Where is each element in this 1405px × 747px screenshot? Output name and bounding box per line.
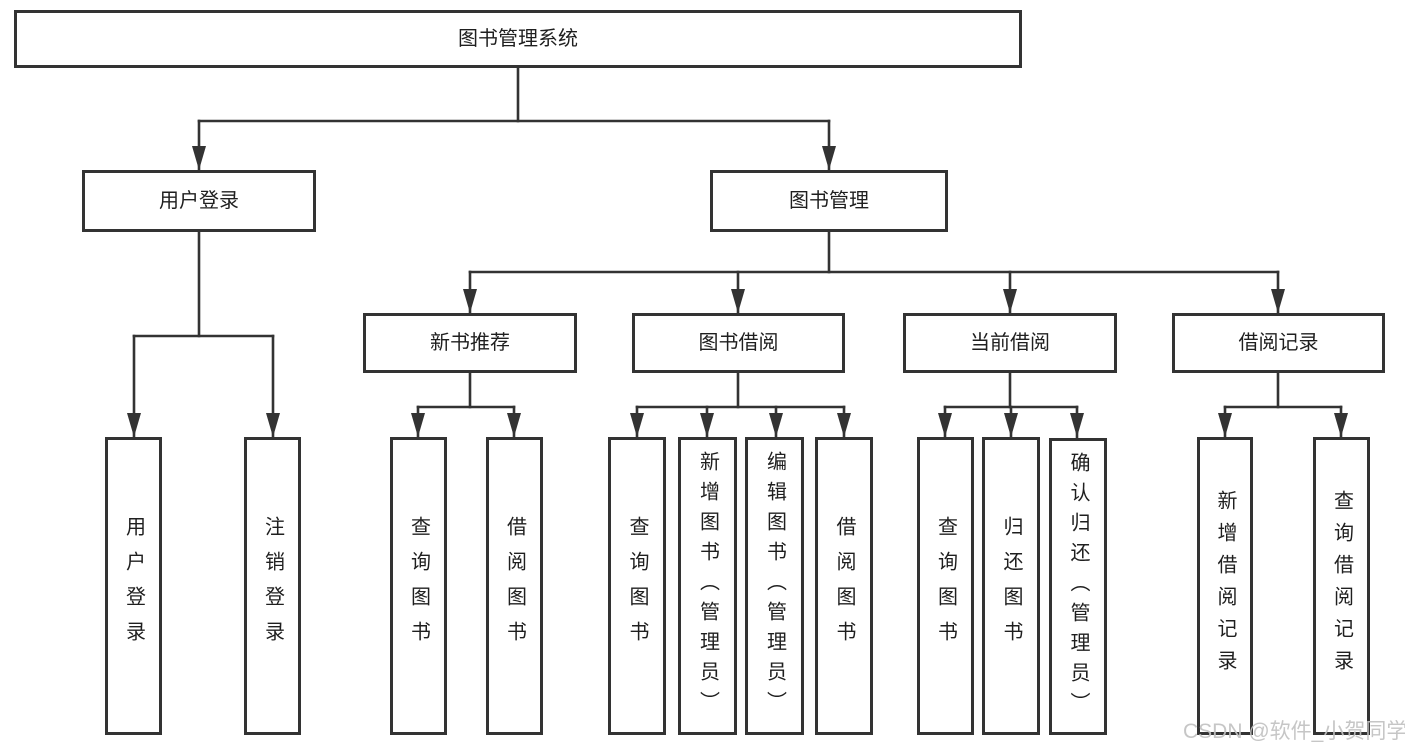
node-add-borrow-record: 新增借阅记录 bbox=[1197, 437, 1253, 735]
node-confirm-return-admin: 确认归还（管理员） bbox=[1049, 438, 1107, 735]
node-user-login-leaf: 用户登录 bbox=[105, 437, 162, 735]
node-query-books-borrowing: 查询图书 bbox=[608, 437, 666, 735]
node-add-book-admin: 新增图书（管理员） bbox=[678, 437, 737, 735]
node-query-books-recommend: 查询图书 bbox=[390, 437, 447, 735]
node-query-books-current: 查询图书 bbox=[917, 437, 974, 735]
node-new-book-recommendation: 新书推荐 bbox=[363, 313, 577, 373]
node-return-books: 归还图书 bbox=[982, 437, 1040, 735]
node-edit-book-admin: 编辑图书（管理员） bbox=[745, 437, 804, 735]
node-library-management-system: 图书管理系统 bbox=[14, 10, 1022, 68]
node-book-management: 图书管理 bbox=[710, 170, 948, 232]
node-borrow-books-recommend: 借阅图书 bbox=[486, 437, 543, 735]
node-book-borrowing: 图书借阅 bbox=[632, 313, 845, 373]
node-user-login: 用户登录 bbox=[82, 170, 316, 232]
node-borrowing-records: 借阅记录 bbox=[1172, 313, 1385, 373]
node-borrow-books-borrowing: 借阅图书 bbox=[815, 437, 873, 735]
node-current-borrowing: 当前借阅 bbox=[903, 313, 1117, 373]
node-logout: 注销登录 bbox=[244, 437, 301, 735]
csdn-watermark: CSDN @软件_小贺同学 bbox=[1183, 720, 1405, 743]
node-query-borrow-record: 查询借阅记录 bbox=[1313, 437, 1370, 735]
